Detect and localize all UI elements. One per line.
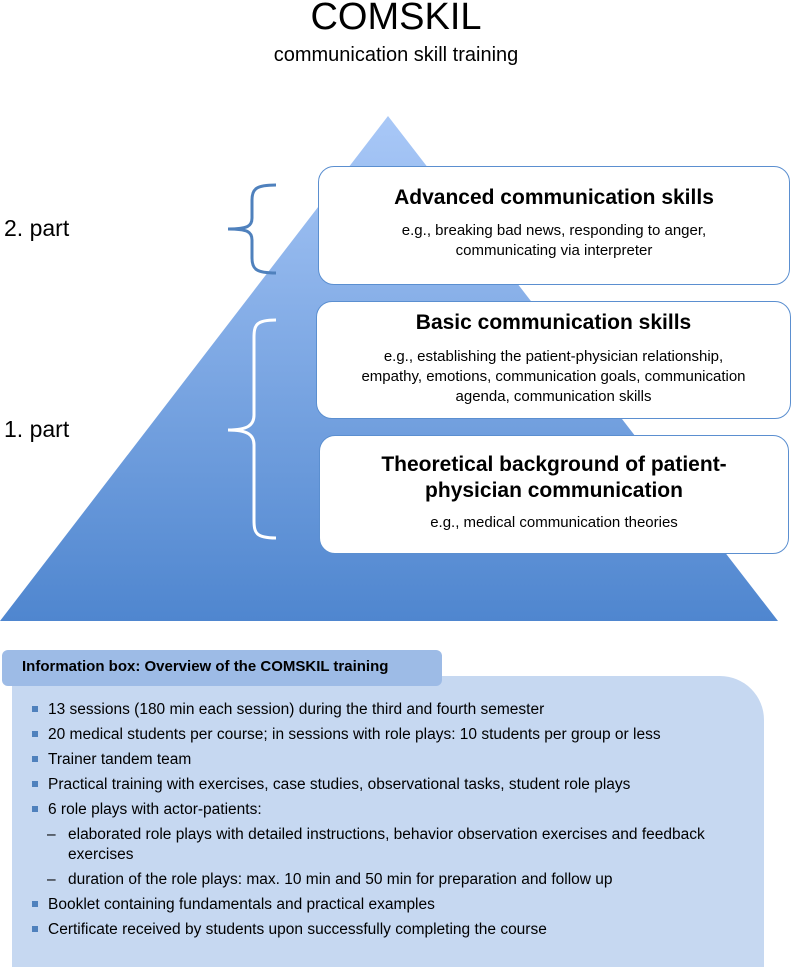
square-bullet-icon xyxy=(32,731,38,737)
square-bullet-icon xyxy=(32,706,38,712)
part1-label: 1. part xyxy=(4,416,70,442)
advanced-skills-card: Advanced communication skills e.g., brea… xyxy=(318,166,790,285)
info-item: Practical training with exercises, case … xyxy=(28,775,748,795)
advanced-skills-example-line: e.g., breaking bad news, responding to a… xyxy=(401,222,707,239)
info-item-text: 6 role plays with actor-patients: xyxy=(48,801,262,818)
theory-title-line: physician communication xyxy=(425,479,683,502)
info-item-text: Booklet containing fundamentals and prac… xyxy=(48,896,435,913)
info-box-header: Information box: Overview of the COMSKIL… xyxy=(2,650,442,686)
dash-bullet-icon: – xyxy=(47,871,56,888)
info-item-text: Trainer tandem team xyxy=(48,751,192,768)
info-sub-item-text: elaborated role plays with detailed inst… xyxy=(68,826,705,863)
info-item-text: Practical training with exercises, case … xyxy=(48,776,631,793)
info-item: 13 sessions (180 min each session) durin… xyxy=(28,700,748,720)
info-item-text: 13 sessions (180 min each session) durin… xyxy=(48,701,545,718)
basic-skills-example-line: e.g., establishing the patient-physician… xyxy=(383,348,724,365)
diagram-title: COMSKIL xyxy=(310,0,482,38)
info-item: 6 role plays with actor-patients: xyxy=(28,800,748,820)
theory-card: Theoretical background of patient- physi… xyxy=(319,435,789,554)
basic-skills-card: Basic communication skills e.g., establi… xyxy=(316,301,791,419)
theory-title-line: Theoretical background of patient- xyxy=(381,453,727,476)
basic-skills-title: Basic communication skills xyxy=(415,311,692,334)
info-list: 13 sessions (180 min each session) durin… xyxy=(28,700,748,945)
basic-skills-example-line: empathy, emotions, communication goals, … xyxy=(361,368,746,385)
info-item: Certificate received by students upon su… xyxy=(28,920,748,940)
square-bullet-icon xyxy=(32,806,38,812)
info-sub-item: –elaborated role plays with detailed ins… xyxy=(28,825,748,865)
part1-bracket xyxy=(227,318,277,540)
theory-example: e.g., medical communication theories xyxy=(430,514,678,531)
dash-bullet-icon: – xyxy=(47,826,56,843)
info-box xyxy=(12,676,764,967)
square-bullet-icon xyxy=(32,756,38,762)
part2-label: 2. part xyxy=(4,215,70,241)
info-sub-item-text: duration of the role plays: max. 10 min … xyxy=(68,871,613,888)
square-bullet-icon xyxy=(32,901,38,907)
diagram-subtitle: communication skill training xyxy=(273,44,519,66)
theory-title: Theoretical background of patient- physi… xyxy=(320,452,788,504)
square-bullet-icon xyxy=(32,781,38,787)
advanced-skills-example: e.g., breaking bad news, responding to a… xyxy=(319,221,789,261)
basic-skills-example-line: agenda, communication skills xyxy=(455,388,652,405)
info-item-text: 20 medical students per course; in sessi… xyxy=(48,726,661,743)
info-item: 20 medical students per course; in sessi… xyxy=(28,725,748,745)
advanced-skills-example-line: communicating via interpreter xyxy=(455,242,653,259)
info-sub-item: –duration of the role plays: max. 10 min… xyxy=(28,870,748,890)
info-item-text: Certificate received by students upon su… xyxy=(48,921,547,938)
square-bullet-icon xyxy=(32,926,38,932)
advanced-skills-title: Advanced communication skills xyxy=(394,186,714,209)
info-item: Booklet containing fundamentals and prac… xyxy=(28,895,748,915)
part2-bracket xyxy=(227,183,277,275)
info-item: Trainer tandem team xyxy=(28,750,748,770)
basic-skills-example: e.g., establishing the patient-physician… xyxy=(317,347,790,407)
